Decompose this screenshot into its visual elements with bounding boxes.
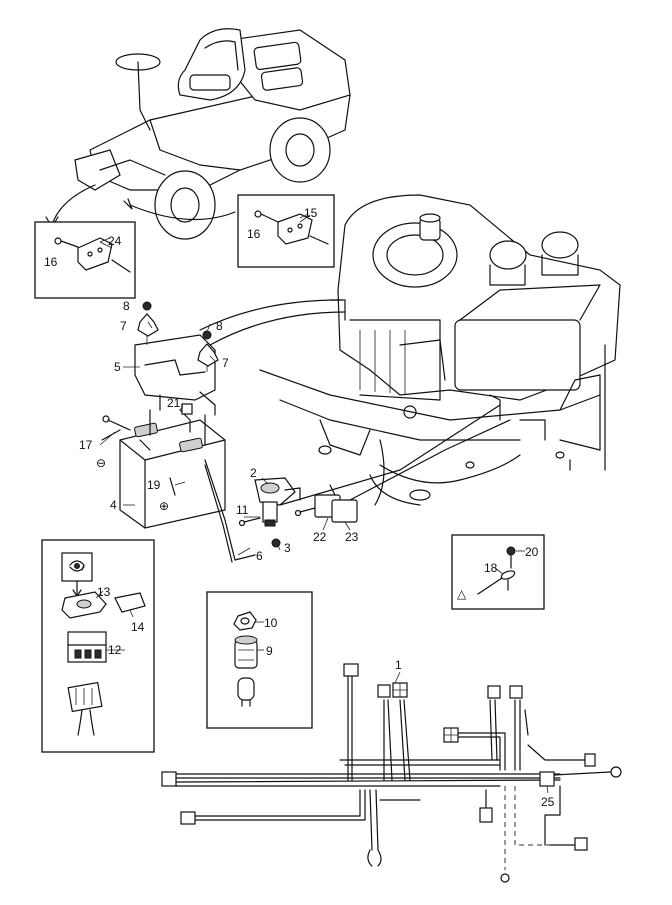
callout-11: 11 bbox=[236, 503, 249, 517]
callout-5: 5 bbox=[114, 360, 121, 374]
callout-23: 23 bbox=[345, 530, 359, 544]
callout-8a: 8 bbox=[123, 299, 130, 313]
callout-24: 24 bbox=[108, 234, 122, 248]
callout-4: 4 bbox=[110, 498, 117, 512]
frame-illustration bbox=[199, 299, 606, 506]
callout-16a: 16 bbox=[44, 255, 58, 269]
warning-symbol: △ bbox=[457, 587, 467, 601]
callout-15: 15 bbox=[304, 206, 318, 220]
callout-7a: 7 bbox=[120, 319, 127, 333]
ignition-detail-box bbox=[206, 591, 313, 729]
callout-12: 12 bbox=[108, 643, 122, 657]
solenoid-assembly bbox=[238, 477, 301, 548]
battery-cover-bracket bbox=[134, 334, 216, 416]
negative-symbol: ⊖ bbox=[96, 456, 106, 470]
leader-lines bbox=[95, 214, 549, 794]
callout-6: 6 bbox=[256, 549, 263, 563]
callout-16b: 16 bbox=[247, 227, 261, 241]
riding-mower-illustration bbox=[74, 28, 351, 240]
callout-22: 22 bbox=[313, 530, 327, 544]
callout-14: 14 bbox=[131, 620, 145, 634]
callout-25: 25 bbox=[541, 795, 555, 809]
callout-10: 10 bbox=[264, 616, 278, 630]
callout-17: 17 bbox=[79, 438, 93, 452]
wiring-harness bbox=[161, 663, 622, 883]
detail-box-24 bbox=[34, 221, 136, 299]
engine-wire bbox=[279, 404, 501, 506]
detail-box-15 bbox=[237, 194, 335, 268]
arrow-to-detail-24 bbox=[51, 184, 96, 226]
battery-cables bbox=[101, 415, 256, 563]
callout-2: 2 bbox=[250, 466, 257, 480]
arrow-to-detail-15 bbox=[129, 204, 236, 221]
callout-21: 21 bbox=[167, 396, 181, 410]
callout-numbers: 1 2 3 4 5 6 7 7 8 8 9 10 11 12 13 14 15 … bbox=[44, 206, 555, 809]
warning-detail-box bbox=[451, 534, 545, 610]
callout-7b: 7 bbox=[222, 356, 229, 370]
positive-symbol: ⊕ bbox=[159, 499, 169, 513]
callout-18: 18 bbox=[484, 561, 498, 575]
callout-9: 9 bbox=[266, 644, 273, 658]
callout-1: 1 bbox=[395, 658, 402, 672]
callout-19: 19 bbox=[147, 478, 161, 492]
callout-3: 3 bbox=[284, 541, 291, 555]
callout-20: 20 bbox=[525, 545, 539, 559]
relays bbox=[294, 484, 358, 523]
callout-8b: 8 bbox=[216, 319, 223, 333]
switch-detail-box bbox=[41, 539, 155, 753]
battery bbox=[119, 403, 226, 529]
engine-illustration bbox=[329, 194, 621, 419]
callout-13: 13 bbox=[97, 585, 111, 599]
